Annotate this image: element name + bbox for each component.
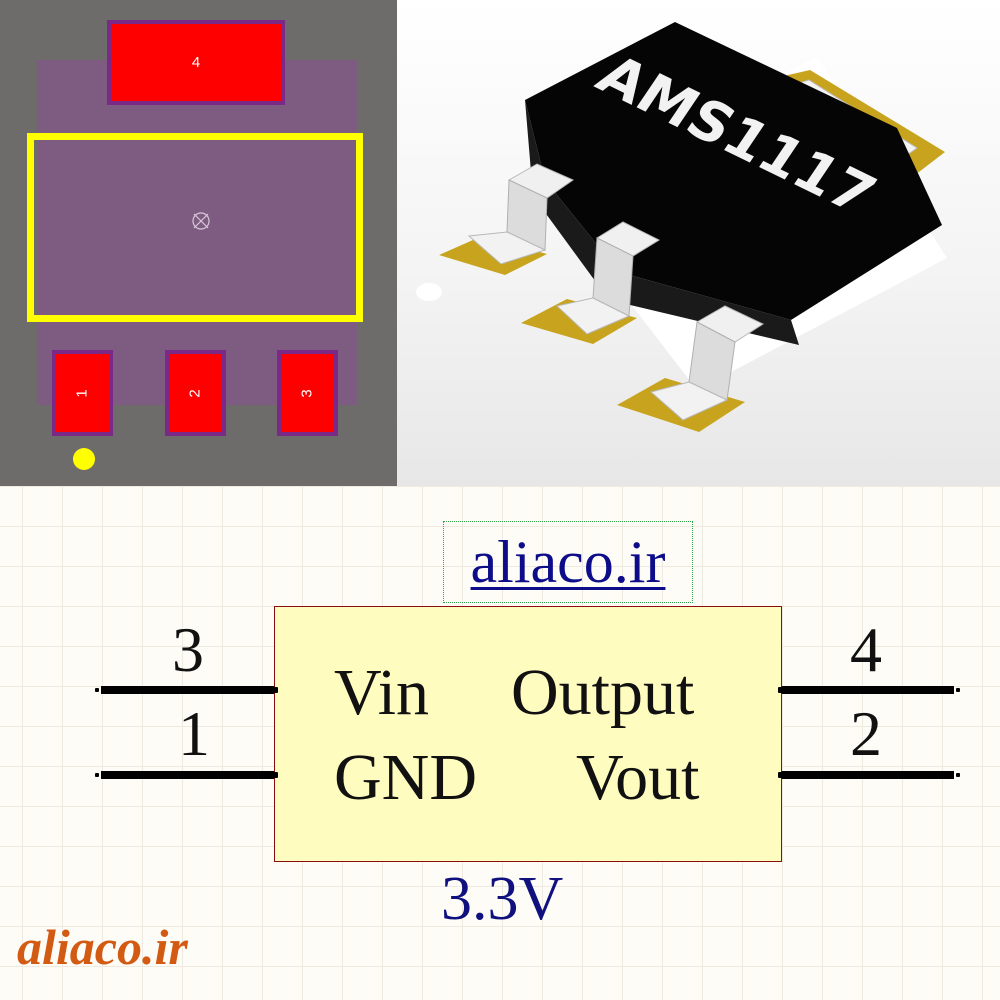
pin-4-number: 4	[850, 614, 882, 685]
component-body-outline	[37, 60, 357, 405]
pin-4-wire	[778, 686, 960, 694]
pin-1-wire	[95, 771, 278, 779]
pad-1-label: 1	[74, 388, 91, 398]
pad-2: 2	[165, 350, 226, 436]
pin-2-name: Vout	[576, 741, 700, 814]
pin-2-wire	[778, 771, 960, 779]
silkscreen-outline	[27, 133, 363, 322]
pin-1-number: 1	[178, 698, 210, 769]
watermark-text: aliaco.ir	[17, 919, 188, 975]
pin-3-number: 3	[172, 614, 204, 685]
pad-3-label: 3	[299, 388, 316, 398]
pin-3-wire	[95, 686, 278, 694]
pad-4-label: 4	[191, 54, 201, 71]
pin-3-name: Vin	[334, 656, 430, 729]
website-label[interactable]: aliaco.ir	[443, 521, 693, 603]
pad-3: 3	[277, 350, 338, 436]
lead-1	[467, 163, 575, 265]
pin1-dot	[416, 283, 442, 301]
pin-2-number: 2	[850, 698, 882, 769]
pad-2-label: 2	[187, 388, 204, 398]
pin1-indicator	[73, 448, 95, 470]
pcb-footprint-view: 4 1 2 3	[0, 0, 397, 486]
3d-model-view: AMS1117	[397, 0, 1000, 486]
pin-4-name: Output	[511, 656, 695, 729]
component-value: 3.3V	[441, 865, 564, 933]
pad-1: 1	[52, 350, 113, 436]
component-symbol-body	[274, 606, 782, 862]
pin-1-name: GND	[334, 741, 477, 814]
package-body-side	[525, 100, 799, 345]
lead-3	[649, 305, 765, 421]
sot223-3d-model: AMS1117	[416, 22, 947, 432]
origin-marker-icon	[192, 212, 210, 230]
pad-4: 4	[107, 20, 285, 105]
lead-2	[555, 221, 661, 335]
